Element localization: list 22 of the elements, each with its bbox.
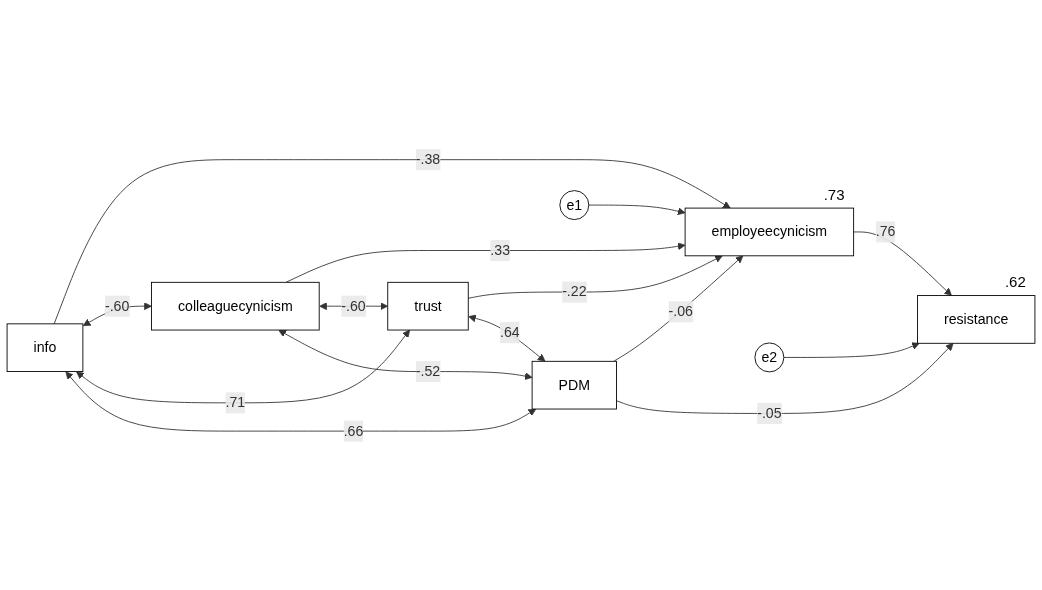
node-circle: e2 — [754, 342, 785, 372]
edge-label: -.60 — [341, 297, 366, 313]
node-box: resistance — [917, 294, 1036, 344]
edge-label: .33 — [490, 242, 511, 258]
edge-label: .71 — [225, 394, 246, 410]
edge-label: -.52 — [415, 363, 441, 379]
node-box: PDM — [531, 360, 617, 410]
edge-label: -.22 — [562, 283, 587, 299]
node-note: .62 — [1004, 273, 1026, 291]
edge-label: .76 — [875, 223, 896, 239]
node-box: trust — [387, 281, 469, 331]
edge-label: -.05 — [757, 405, 782, 421]
edge-label: .64 — [500, 324, 520, 340]
node-box: info — [6, 323, 84, 372]
edge-label: -.60 — [104, 297, 130, 313]
edge-label: .66 — [343, 422, 364, 438]
node-note: .73 — [823, 185, 845, 203]
edge-label: -.38 — [415, 151, 441, 167]
node-box: colleaguecynicism — [151, 281, 320, 331]
edge-label: -.06 — [668, 303, 693, 319]
node-box: employeecynicism — [684, 207, 855, 256]
node-circle: e1 — [559, 189, 590, 220]
